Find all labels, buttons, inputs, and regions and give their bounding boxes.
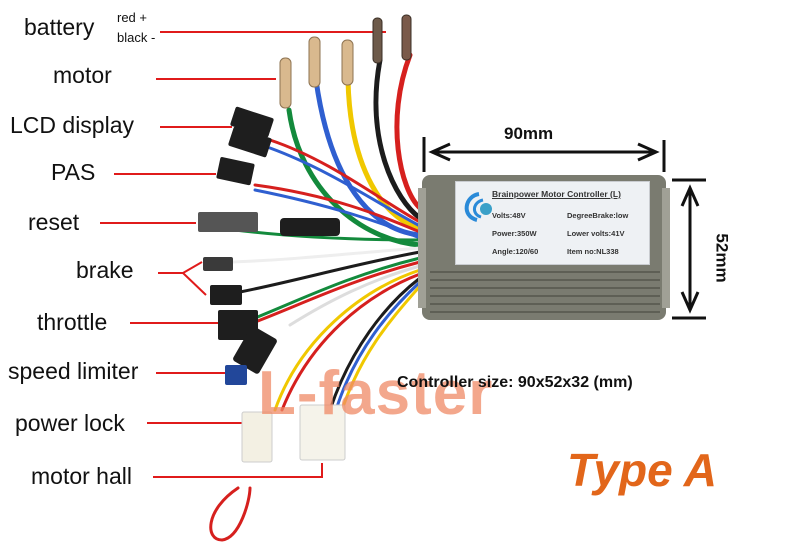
- label-battery: battery: [24, 14, 95, 40]
- label-motor: motor: [53, 62, 112, 88]
- dimension-height-label: 52mm: [712, 233, 732, 283]
- controller-size-caption: Controller size: 90x52x32 (mm): [397, 374, 633, 391]
- label-battery-black: black -: [117, 30, 156, 45]
- nameplate-volts: Volts:48V: [492, 211, 526, 220]
- nameplate-angle: Angle:120/60: [492, 247, 539, 256]
- label-throttle: throttle: [37, 309, 108, 335]
- label-power-lock: power lock: [15, 410, 125, 436]
- plug-connectors: [198, 106, 346, 463]
- nameplate-item-no: Item no:NL338: [567, 247, 619, 256]
- type-label: Type A: [567, 444, 717, 496]
- label-reset: reset: [28, 209, 80, 235]
- nameplate-lower-volts: Lower volts:41V: [567, 229, 625, 238]
- nameplate-title: Brainpower Motor Controller (L): [492, 189, 621, 199]
- dimension-width-label: 90mm: [504, 124, 554, 143]
- label-battery-red: red +: [117, 10, 147, 25]
- wire-bundle: [209, 52, 423, 542]
- label-brake: brake: [76, 257, 134, 283]
- controller-nameplate: Brainpower Motor Controller (L) Volts:48…: [455, 181, 650, 265]
- watermark: L-faster: [258, 359, 494, 428]
- nameplate-power: Power:350W: [492, 229, 537, 238]
- brand-logo-icon: [464, 192, 492, 222]
- leader-lines: [100, 31, 386, 478]
- nameplate-degree-brake: DegreeBrake:low: [567, 211, 629, 220]
- label-motor-hall: motor hall: [31, 463, 132, 489]
- bullet-connectors: [279, 14, 412, 109]
- dimension-arrows: [422, 137, 706, 320]
- label-pas: PAS: [51, 159, 96, 185]
- label-lcd-display: LCD display: [10, 112, 134, 138]
- label-speed-limiter: speed limiter: [8, 358, 139, 384]
